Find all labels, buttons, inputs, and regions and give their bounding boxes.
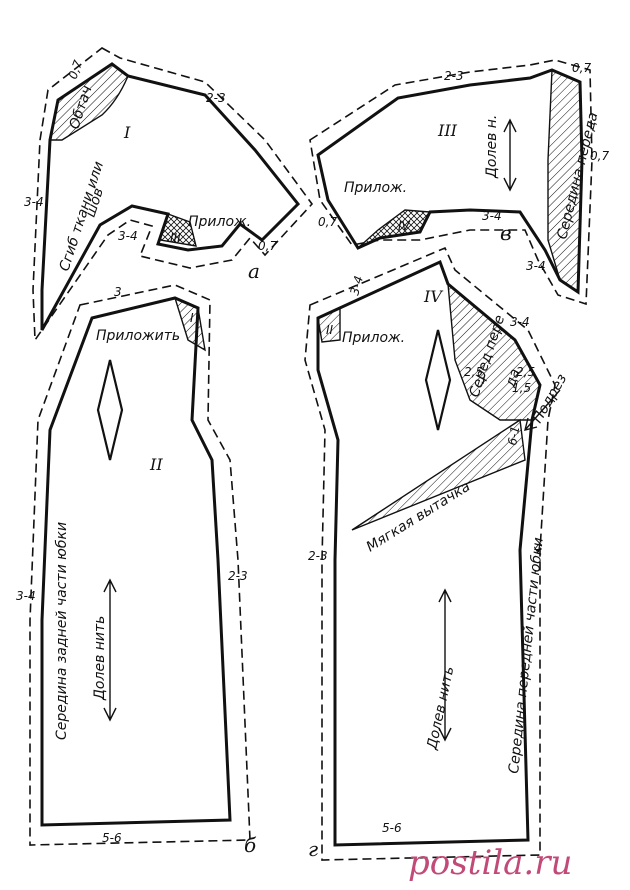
- piece-three-center-front-area: [547, 68, 583, 294]
- piece-three-n07c: 0,7: [318, 215, 337, 229]
- piece-one-n07a: 0,7: [66, 58, 86, 81]
- piece-four-n56: 5-6: [382, 821, 402, 835]
- piece-four-letter: г: [308, 837, 318, 861]
- piece-three-insert: [357, 209, 432, 249]
- watermark-dot: .: [523, 843, 534, 883]
- piece-four-seam-allowance: [304, 246, 556, 861]
- piece-one-n23: 2-3: [206, 91, 226, 105]
- piece-two-grain-arrow: [103, 578, 117, 722]
- piece-two-n34: 3-4: [16, 589, 36, 603]
- piece-four-n61: 6-1: [505, 425, 522, 447]
- piece-two-n23: 2-3: [228, 569, 248, 583]
- piece-three-grain-arrow: [503, 118, 517, 192]
- piece-four-center-front-area: [447, 282, 541, 421]
- piece-one-facing-area: [49, 63, 129, 141]
- piece-one-letter: а: [248, 259, 260, 283]
- piece-four-cut-arrow: [524, 389, 561, 431]
- piece-one-roman: I: [123, 123, 131, 142]
- piece-one-insert: [159, 213, 197, 247]
- piece-four-insert-left: [317, 306, 341, 343]
- piece-one-seam-allowance: [32, 47, 314, 343]
- piece-four-roman: IV: [423, 287, 443, 306]
- piece-four-n15: 1,5: [512, 381, 531, 395]
- piece-two: [29, 284, 251, 846]
- piece-four-soft-dart: [351, 418, 526, 531]
- piece-four-roman-i: I: [482, 373, 486, 387]
- piece-two-n56: 5-6: [102, 831, 122, 845]
- piece-two-insert: [173, 296, 206, 352]
- piece-three-apply-label: Прилож.: [344, 180, 407, 196]
- piece-three-insert-roman: IV: [398, 219, 411, 233]
- piece-two-seam-allowance: [29, 284, 251, 846]
- piece-two-insert-roman: I: [190, 311, 194, 325]
- piece-two-n3: 3: [114, 285, 122, 299]
- piece-four-grain-arrow: [438, 588, 452, 742]
- piece-two-center-label: Середина задней части юбки: [54, 522, 70, 740]
- piece-three-roman: III: [437, 121, 458, 140]
- piece-four-dart: [424, 329, 452, 431]
- piece-four-n4: 4: [534, 541, 542, 555]
- piece-one-n07b: 0,7: [258, 239, 277, 253]
- piece-two-apply-label: Приложить: [96, 328, 180, 344]
- piece-three-n34b: 3-4: [526, 259, 546, 273]
- piece-four-n34b: 3-4: [510, 315, 530, 329]
- piece-one-n34: 3-4: [24, 195, 44, 209]
- piece-four-n25b: 2,5: [516, 365, 535, 379]
- piece-three-grain-label: Долев н.: [484, 115, 500, 179]
- piece-one-outline: [40, 62, 301, 331]
- piece-four-n34a: 3-4: [347, 274, 366, 297]
- piece-four-n25a: 2,5: [464, 365, 483, 379]
- piece-three-n34a: 3-4: [482, 209, 502, 223]
- piece-four-insert-roman: II: [326, 323, 334, 337]
- piece-one-apply-label: Прилож.: [188, 214, 251, 230]
- piece-three-letter: в: [500, 221, 512, 245]
- piece-four: [304, 246, 561, 861]
- piece-four-grain-label: Долев нить: [424, 665, 457, 752]
- piece-three-n23: 2-3: [444, 69, 464, 83]
- piece-one-insert-roman: III: [170, 231, 181, 245]
- watermark-tld: ru: [534, 843, 572, 883]
- piece-three-n07b: 0,7: [590, 149, 609, 163]
- piece-two-roman: II: [149, 455, 163, 474]
- piece-three: [309, 59, 593, 306]
- piece-four-da-label: да: [502, 367, 523, 390]
- watermark: postila.ru: [408, 843, 572, 883]
- piece-three-n07a: 0,7: [572, 61, 591, 75]
- piece-one-n34b: 3-4: [118, 229, 138, 243]
- watermark-main: postila: [408, 843, 523, 883]
- piece-four-n23: 2-3: [308, 549, 328, 563]
- piece-two-letter: б: [244, 833, 257, 857]
- piece-one: [32, 47, 314, 343]
- piece-four-apply-label: Прилож.: [342, 330, 405, 346]
- piece-two-dart: [96, 359, 124, 461]
- piece-two-grain-label: Долев нить: [92, 616, 108, 701]
- piece-two-outline: [40, 296, 232, 827]
